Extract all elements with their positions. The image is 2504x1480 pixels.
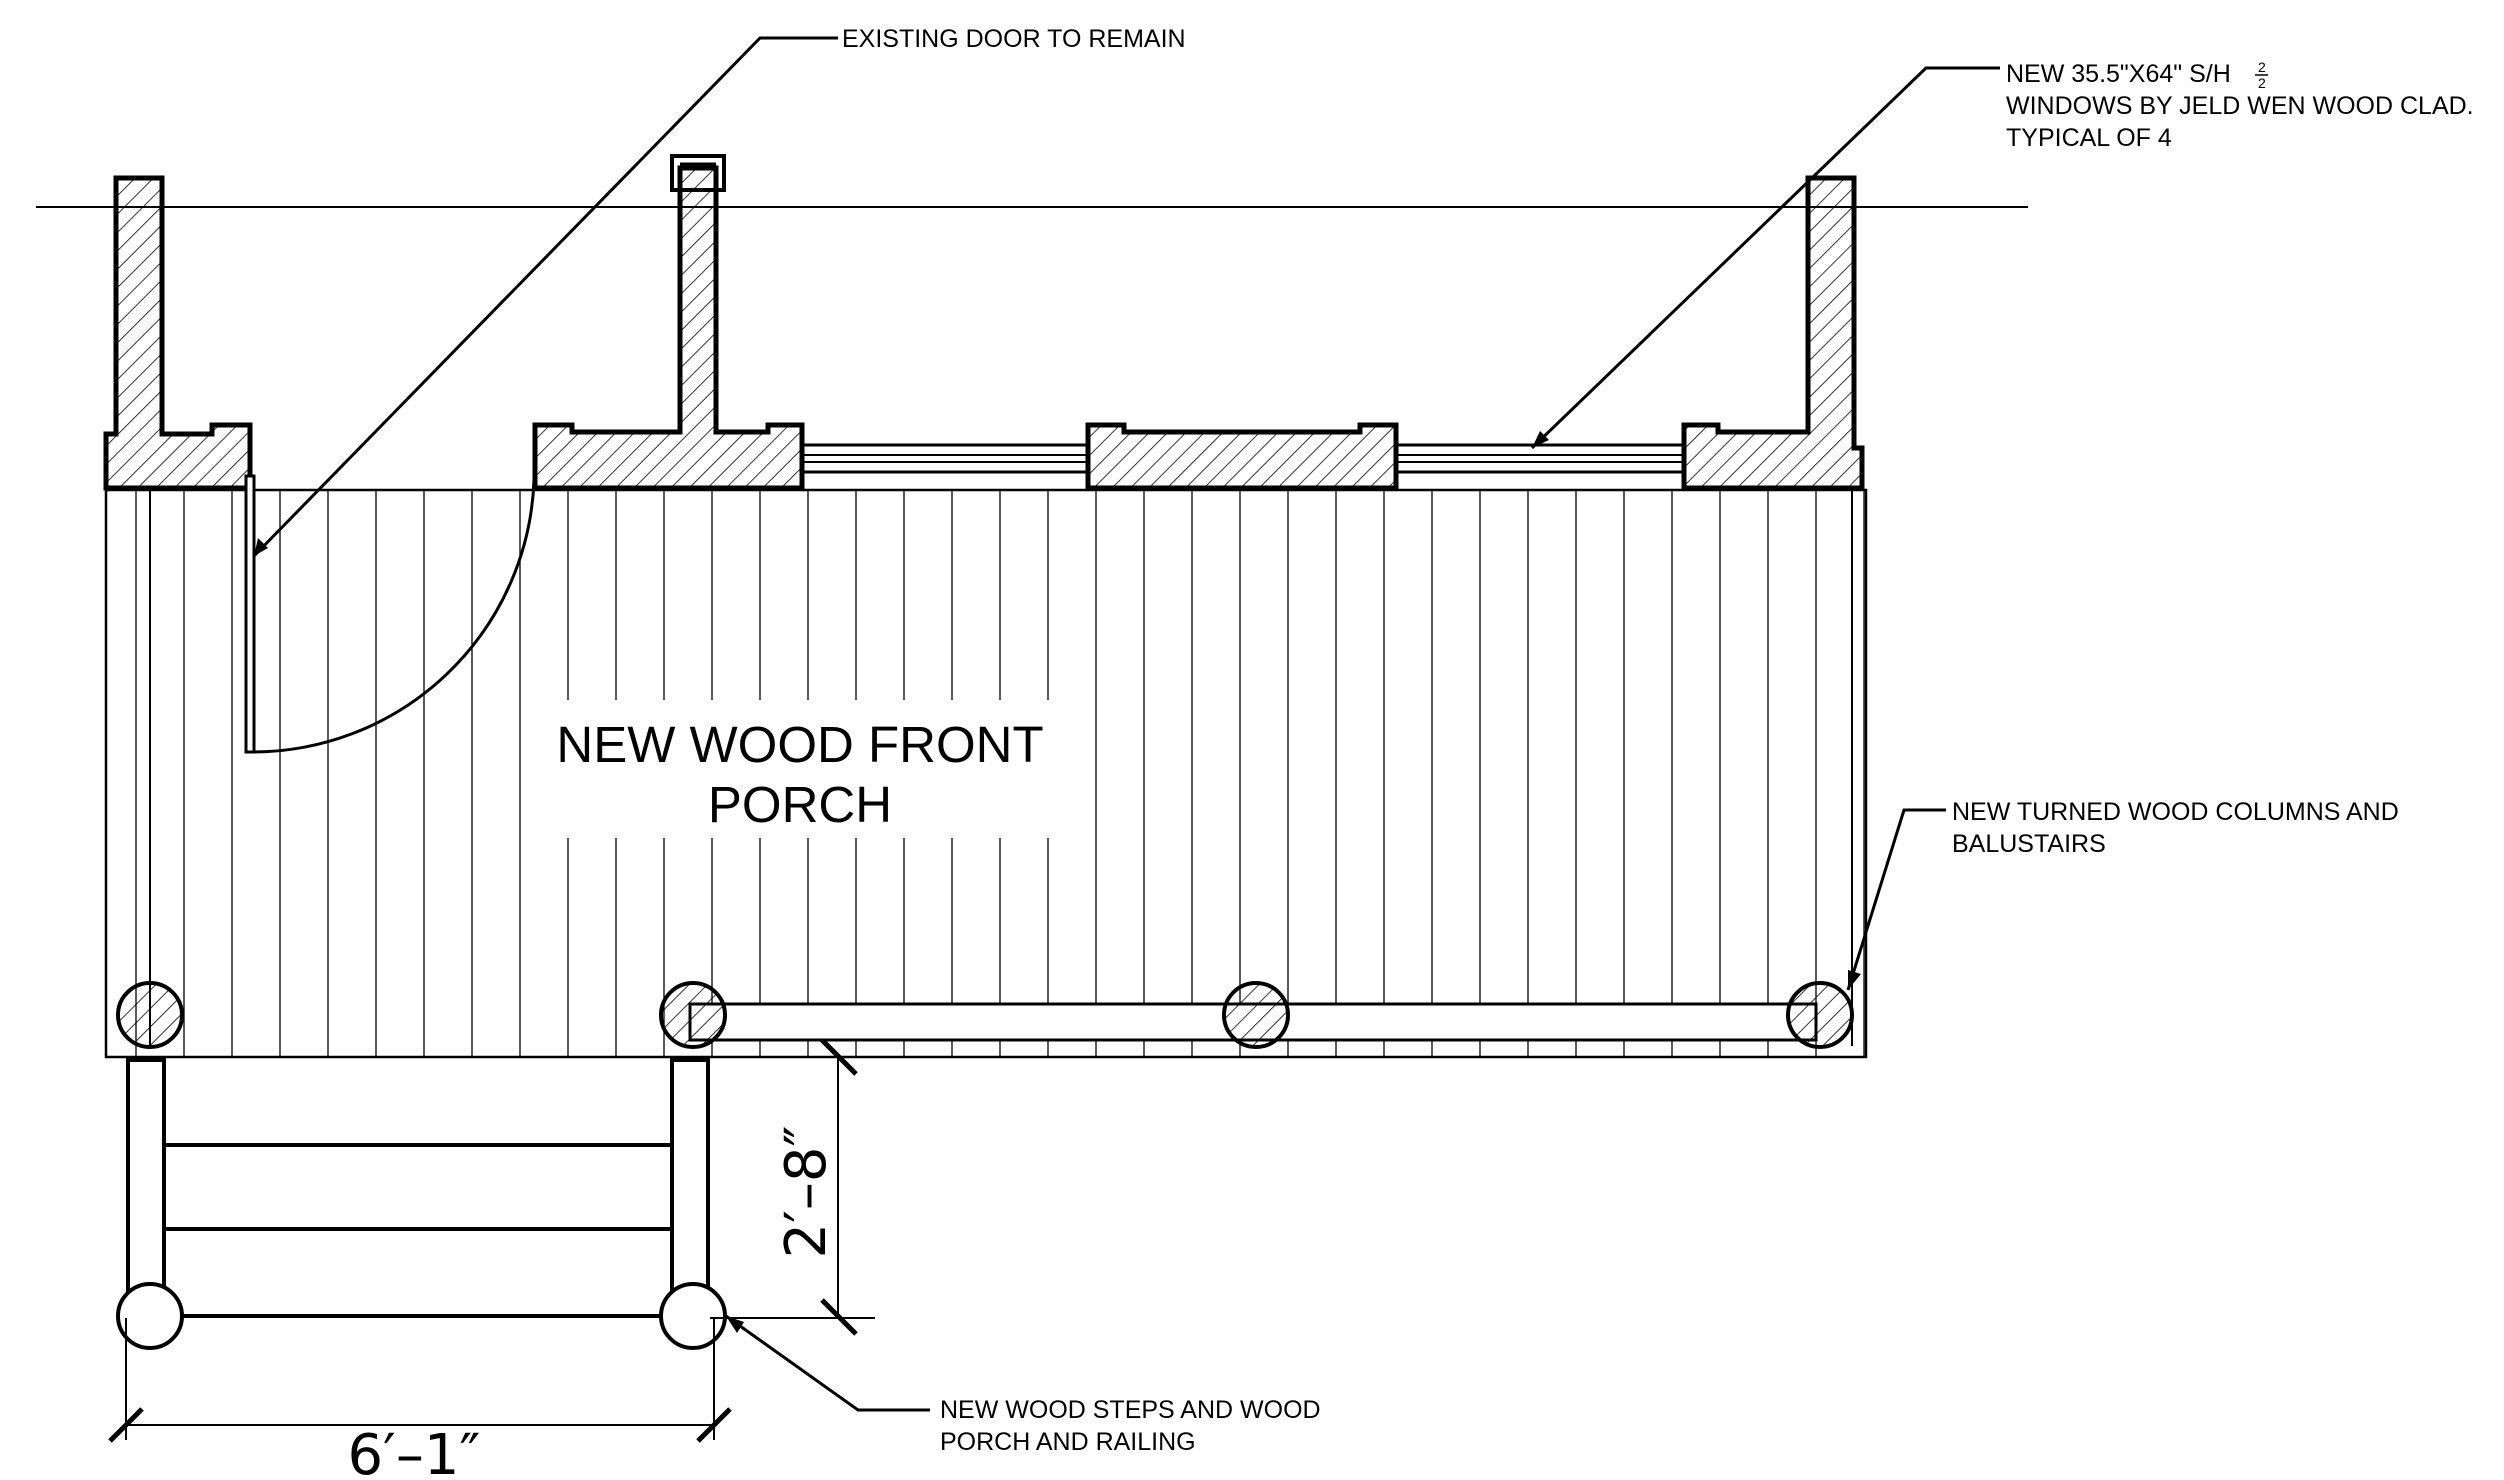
dimension-stair-width-label: 6′–1″	[348, 1423, 481, 1480]
leader-door-arrow	[254, 538, 268, 556]
column	[116, 981, 184, 1049]
note-windows-fraction-bottom: 2	[2258, 75, 2266, 91]
note-door: EXISTING DOOR TO REMAIN	[842, 25, 1186, 53]
door-swing-arc	[249, 479, 536, 754]
column	[1786, 981, 1854, 1049]
leader-windows	[1530, 66, 2000, 450]
leader-columns-arrow	[1848, 970, 1861, 990]
wall-left	[103, 175, 253, 491]
wall-middle	[532, 165, 805, 491]
column	[1222, 981, 1290, 1049]
dimension-stair-depth-label: 2′–8″	[774, 1126, 839, 1259]
newel-post-left	[116, 1282, 184, 1350]
porch-label-backdrop	[560, 700, 1054, 838]
note-steps-line1: NEW WOOD STEPS AND WOOD	[940, 1396, 1321, 1424]
dimension-stair-depth	[710, 1038, 875, 1336]
column	[659, 981, 727, 1049]
note-windows-fraction-top: 2	[2258, 59, 2266, 75]
wall-pier-center	[1085, 422, 1399, 491]
note-steps-line2: PORCH AND RAILING	[940, 1428, 1196, 1456]
window-1	[802, 443, 1088, 474]
note-windows-line3: TYPICAL OF 4	[2006, 124, 2172, 152]
dimension-stair-width	[108, 1318, 732, 1443]
newel-post-right	[659, 1282, 727, 1350]
leader-windows-arrow	[1532, 431, 1549, 448]
porch-label-line2: PORCH	[708, 776, 892, 833]
window-2	[1396, 443, 1684, 474]
leader-door	[252, 36, 838, 558]
note-columns-line2: BALUSTAIRS	[1952, 830, 2106, 858]
door-leaf	[244, 474, 256, 754]
stair-stringer-left	[126, 1058, 166, 1322]
leader-steps-arrow	[726, 1316, 744, 1333]
note-windows-line1: NEW 35.5"X64" S/H	[2006, 60, 2231, 88]
note-windows-line2: WINDOWS BY JELD WEN WOOD CLAD.	[2006, 92, 2474, 120]
porch-deck-outline	[104, 488, 1868, 1059]
leader-steps	[725, 1314, 930, 1412]
wall-cap-detail	[670, 154, 726, 192]
note-columns-line1: NEW TURNED WOOD COLUMNS AND	[1952, 798, 2399, 826]
stair-stringer-right	[670, 1058, 710, 1322]
porch-label-line1: NEW WOOD FRONT	[556, 716, 1043, 773]
wall-right	[1681, 175, 1865, 491]
leader-columns	[1846, 808, 1946, 991]
